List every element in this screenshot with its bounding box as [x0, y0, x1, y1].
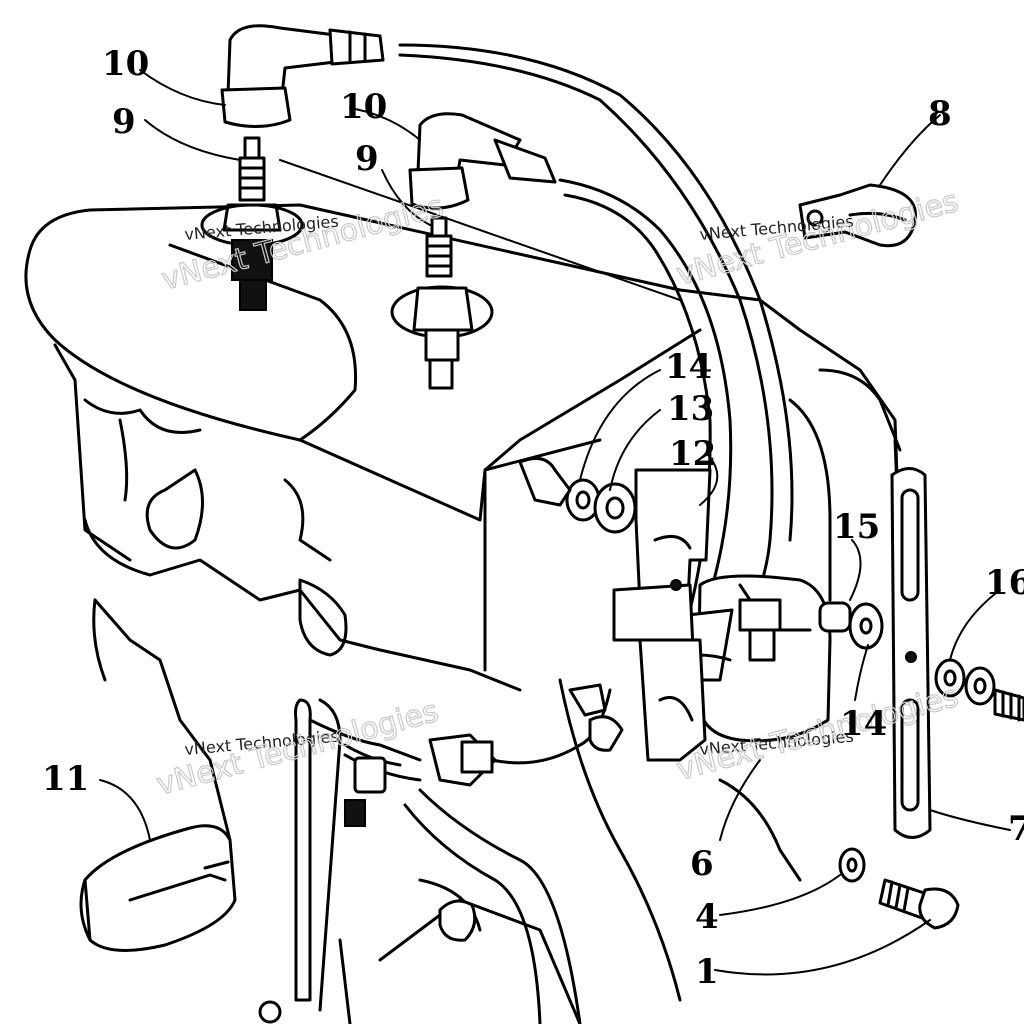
- coil-washers: [518, 456, 884, 650]
- callout-6: 6: [690, 844, 714, 884]
- mounting-strap: [890, 467, 932, 839]
- cover-cylinder: [79, 824, 237, 952]
- callout-labels: 10 9 10 9 8 14 13 12 15 16 14 7 11 6 4 1: [42, 44, 1024, 992]
- ignition-leads: [398, 43, 832, 632]
- callout-12: 12: [669, 434, 716, 474]
- mount-bolt: [838, 847, 960, 930]
- callout-10-right: 10: [340, 87, 387, 127]
- callout-14-upper: 14: [665, 347, 712, 387]
- callout-15: 15: [833, 507, 880, 547]
- callout-11: 11: [42, 759, 89, 799]
- callout-14-lower: 14: [840, 704, 887, 744]
- spark-plug-left: [200, 136, 304, 311]
- callout-10-left: 10: [102, 44, 149, 84]
- coil-bracket: [612, 468, 712, 762]
- callout-7: 7: [1008, 809, 1024, 849]
- callout-9-right: 9: [355, 139, 379, 179]
- callout-4: 4: [695, 897, 719, 937]
- wire-clip: [798, 183, 917, 248]
- spark-plug-right: [390, 216, 494, 390]
- callout-13: 13: [667, 389, 714, 429]
- engine-block: [24, 203, 902, 1024]
- callout-9-left: 9: [112, 102, 136, 142]
- callout-16: 16: [985, 563, 1024, 603]
- spark-plug-boot-right: [408, 112, 557, 210]
- callout-8: 8: [928, 94, 952, 134]
- leader-lines: [99, 69, 1011, 976]
- callout-1: 1: [695, 952, 719, 992]
- wiring-harness: [258, 683, 624, 1024]
- spark-plug-boot-left: [220, 24, 385, 129]
